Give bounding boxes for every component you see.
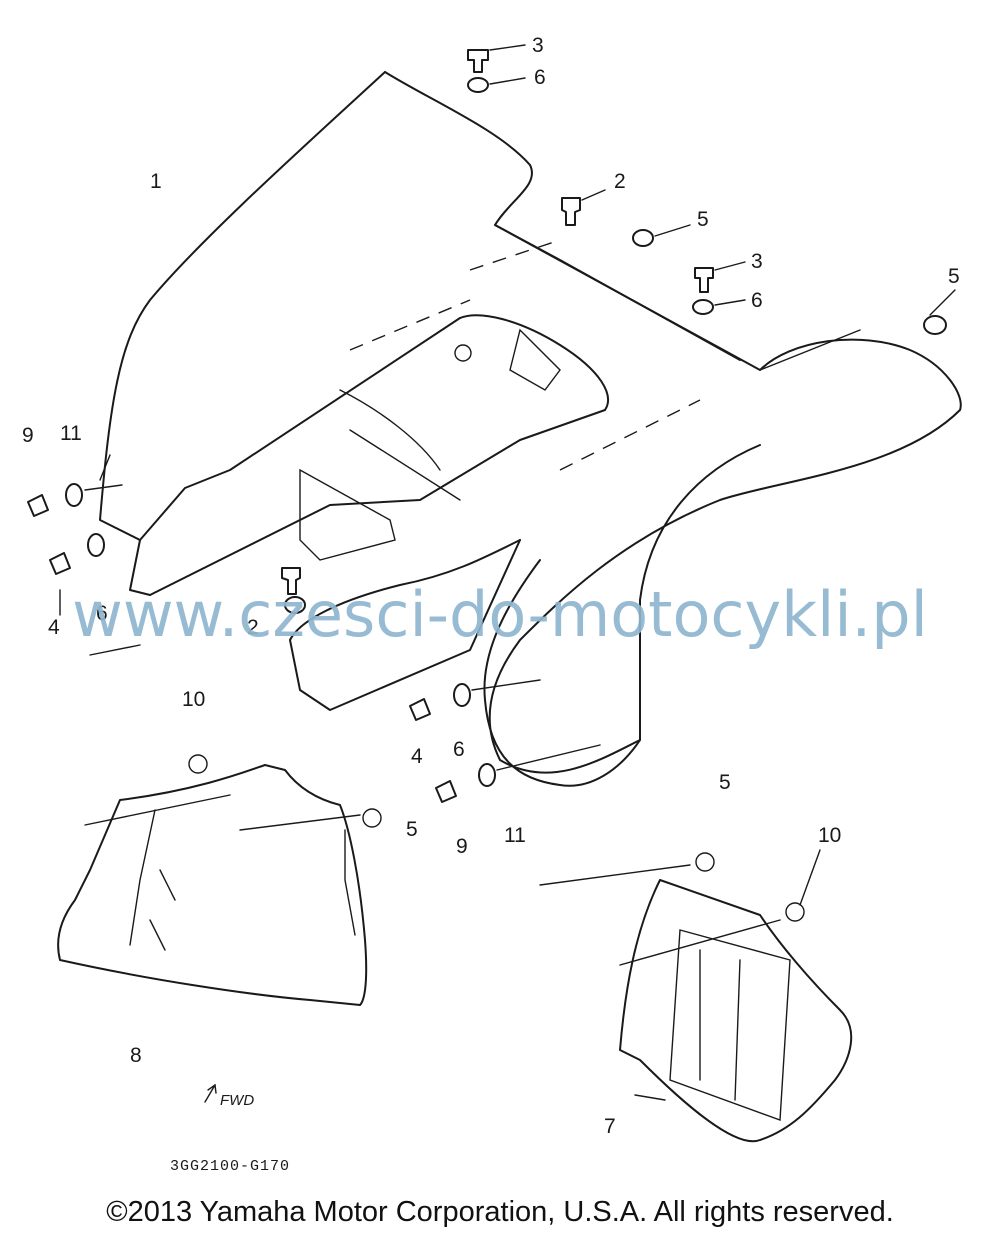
callout-3-top: 3 (532, 34, 544, 57)
callout-3-mid: 3 (751, 250, 763, 273)
mud-flap-part-7 (619, 852, 853, 1143)
callout-9-left: 9 (22, 424, 34, 447)
washer-6-top (467, 77, 526, 93)
leader-part-8-b (239, 814, 361, 831)
leader-part-7-a (539, 864, 691, 886)
callout-6-mid: 6 (751, 289, 763, 312)
fender-inner-tray (129, 239, 701, 711)
callout-4-mid: 4 (411, 745, 423, 768)
washer-6-mid (692, 299, 746, 315)
screw-9-left (27, 483, 123, 517)
callout-7: 7 (604, 1115, 616, 1138)
callout-10-right: 10 (818, 824, 841, 847)
nut-5-right (923, 289, 956, 335)
screw-4-mid (409, 679, 541, 721)
fasteners (27, 44, 956, 1101)
bolt-3-top (467, 44, 526, 73)
callout-10-left: 10 (182, 688, 205, 711)
fwd-arrow: FWD (204, 1083, 254, 1109)
bolt-2-top (561, 189, 606, 226)
callout-2-top: 2 (614, 170, 626, 193)
callout-4-left: 4 (48, 616, 60, 639)
callout-6-top: 6 (534, 66, 546, 89)
nut-5-top (632, 224, 691, 247)
fwd-label: FWD (220, 1092, 254, 1109)
bolt-2-left (281, 567, 306, 614)
leader-part-10-right (799, 849, 821, 906)
callout-8: 8 (130, 1044, 142, 1067)
bolt-3-mid (694, 261, 746, 293)
leader-part-7 (634, 1094, 666, 1101)
callout-6-mid2: 6 (453, 738, 465, 761)
callout-9-mid: 9 (456, 835, 468, 858)
callout-5-d: 5 (406, 818, 418, 841)
leader-part-10-left (89, 644, 141, 656)
screw-4-left (49, 533, 105, 575)
callout-labels: 3 6 2 5 3 6 5 1 9 11 4 6 2 10 4 6 5 5 9 … (22, 34, 960, 1138)
leader-part-7-b (619, 919, 781, 966)
callout-5-b: 5 (948, 265, 960, 288)
watermark-text: www.czesci-do-motocykli.pl (72, 578, 928, 651)
callout-1: 1 (150, 170, 162, 193)
callout-11-left: 11 (60, 422, 82, 445)
callout-11-mid: 11 (504, 824, 526, 847)
callout-2-left: 2 (247, 616, 259, 639)
callout-5-c: 5 (719, 771, 731, 794)
callout-6-left: 6 (96, 602, 108, 625)
diagram-code: 3GG2100-G170 (170, 1158, 290, 1175)
copyright-notice: ©2013 Yamaha Motor Corporation, U.S.A. A… (106, 1196, 894, 1228)
screw-9-mid (435, 744, 601, 803)
rear-fender-part-1 (99, 71, 962, 787)
callout-5-a: 5 (697, 208, 709, 231)
mud-flap-part-8 (57, 754, 382, 1006)
leader-left-upper (99, 454, 111, 481)
leader-part-8-a (84, 794, 231, 826)
